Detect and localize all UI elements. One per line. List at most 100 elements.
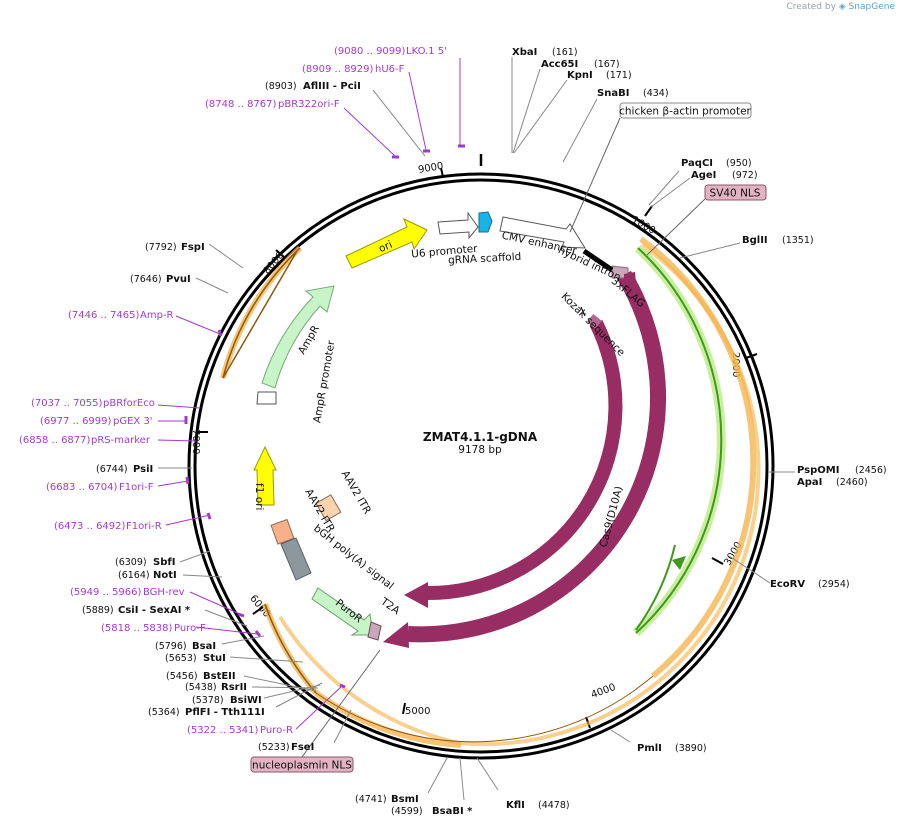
cas9-arrow	[407, 270, 667, 643]
enzyme-pos: (6164)	[118, 570, 150, 581]
primer-name[interactable]: hU6-F	[375, 64, 405, 75]
enzyme-pos: (7646)	[130, 274, 162, 285]
kozak-label: Kozak sequence	[559, 290, 627, 358]
enzyme-name[interactable]: PvuI	[166, 274, 191, 285]
primer-name[interactable]: Puro-R	[260, 725, 293, 736]
enzyme-pos: (4478)	[538, 800, 570, 811]
enzyme-name[interactable]: Acc65I	[541, 59, 578, 70]
aav2-itr-box-1	[315, 494, 342, 522]
enzyme-name[interactable]: BsmI	[391, 794, 419, 805]
backbone-outer	[187, 172, 775, 760]
green-arrow-core-2	[635, 544, 676, 631]
enzyme-pos: (2456)	[855, 465, 887, 476]
enzyme-pos: (5364)	[148, 707, 180, 718]
backbone-inner	[193, 178, 769, 754]
enzyme-name[interactable]: StuI	[203, 653, 226, 664]
primer-range: (5949 .. 5966)	[70, 587, 142, 598]
enzyme-name[interactable]: PspOMI	[797, 465, 839, 476]
tick-label: 7000	[190, 429, 201, 454]
enzyme-pos: (167)	[594, 59, 620, 70]
enzyme-pos: (2460)	[836, 477, 868, 488]
cas9-d10a-arrow-head	[404, 582, 428, 608]
enzyme-name[interactable]: PsiI	[133, 464, 153, 475]
primer-range: (5818 .. 5838)	[101, 623, 173, 634]
enzyme-name[interactable]: BstEII	[203, 671, 236, 682]
enzyme-name[interactable]: PmlI	[637, 743, 662, 754]
primer-range: (6977 .. 6999)	[40, 416, 112, 427]
cas9-arrow-head	[383, 622, 409, 648]
enzyme-name[interactable]: AflIII - PciI	[303, 81, 361, 92]
primer-range: (8748 .. 8767)	[205, 99, 277, 110]
primer-name[interactable]: pBRforEco	[103, 398, 155, 409]
enzyme-pos: (171)	[606, 70, 632, 81]
enzyme-name[interactable]: BsaI	[192, 641, 216, 652]
primer-name[interactable]: Puro-F	[174, 623, 206, 634]
orange-band-left-stroke	[222, 247, 301, 379]
bgh-polya-box	[280, 537, 312, 581]
primers: (9080 .. 9099) LKO.1 5' (8909 .. 8929) h…	[19, 46, 465, 736]
enzyme-name[interactable]: BglII	[742, 235, 768, 246]
nucleoplasmin-nls-label: nucleoplasmin NLS	[252, 760, 352, 772]
enzyme-name[interactable]: BsiWI	[230, 695, 262, 706]
chicken-actin-box	[619, 102, 752, 119]
enzyme-pos: (972)	[732, 170, 758, 181]
enzyme-pos: (5438)	[185, 682, 217, 693]
enzyme-pos: (5233)	[258, 742, 290, 753]
enzyme-name[interactable]: RsrII	[221, 682, 247, 693]
enzyme-name[interactable]: EcoRV	[770, 579, 805, 590]
orange-band-bottom-left-stroke	[264, 603, 317, 694]
tick-label: 1000	[630, 215, 658, 237]
sv40-nls-label: SV40 NLS	[710, 188, 761, 200]
primer-name[interactable]: pBR322ori-F	[278, 99, 340, 110]
brand-name: SnapGene	[848, 2, 895, 12]
primer-name[interactable]: pGEX 3'	[113, 416, 153, 427]
enzyme-pos: (5378)	[192, 695, 224, 706]
flag-block-2	[624, 272, 636, 285]
primer-range: (6473 .. 6492)	[54, 521, 126, 532]
green-arrow-core	[635, 247, 723, 634]
hybrid-intron-bar	[582, 248, 614, 273]
bgh-polya-label: bGH poly(A) signal	[311, 522, 396, 592]
primer-range: (8909 .. 8929)	[302, 64, 374, 75]
enzyme-name[interactable]: SbfI	[153, 557, 175, 568]
primer-name[interactable]: F1ori-R	[126, 521, 162, 532]
orange-band-inner-right	[640, 243, 761, 582]
primer-range: (9080 .. 9099)	[334, 46, 406, 57]
enzyme-name[interactable]: FspI	[181, 242, 205, 253]
enzyme-name[interactable]: SnaBI	[597, 88, 629, 99]
enzyme-name[interactable]: KflI	[506, 800, 525, 811]
primer-name[interactable]: BGH-rev	[143, 587, 185, 598]
cas9-d10a-arrow	[424, 319, 623, 601]
enzyme-pos: (3890)	[675, 743, 707, 754]
enzyme-name[interactable]: NotI	[153, 570, 177, 581]
primer-name[interactable]: LKO.1 5'	[406, 46, 447, 57]
green-arrow-head	[672, 556, 686, 570]
primer-name[interactable]: Amp-R	[140, 310, 174, 321]
enzyme-name[interactable]: CsiI - SexAI *	[118, 605, 191, 616]
f1-ori-arrow	[253, 445, 277, 506]
enzyme-name[interactable]: KpnI	[567, 70, 593, 81]
enzyme-name[interactable]: BsaBI *	[432, 806, 473, 817]
enzyme-pos: (4599)	[391, 806, 423, 817]
enzyme-name[interactable]: PflFI - Tth111I	[185, 707, 265, 718]
primer-name[interactable]: pRS-marker	[91, 435, 151, 446]
tick-label: 9000	[417, 161, 444, 176]
orange-band-left-core	[222, 250, 298, 379]
enzyme-pos: (950)	[726, 158, 752, 169]
kozak-mark	[586, 313, 602, 329]
enzyme-pos: (161)	[552, 47, 578, 58]
primer-range: (7446 .. 7465)	[68, 310, 140, 321]
primer-name[interactable]: F1ori-F	[119, 482, 154, 493]
primer-range: (5322 .. 5341)	[187, 725, 259, 736]
enzyme-name[interactable]: AgeI	[691, 170, 716, 181]
plasmid-name: ZMAT4.1.1-gDNA	[423, 430, 538, 444]
tick-label: 5000	[405, 706, 430, 717]
ori-label: ori	[377, 239, 394, 255]
enzyme-name[interactable]: FseI	[291, 742, 314, 753]
enzyme-name[interactable]: XbaI	[512, 47, 537, 58]
sv40-nls-box	[704, 184, 767, 201]
enzyme-name[interactable]: ApaI	[797, 477, 822, 488]
enzyme-name[interactable]: PaqCI	[681, 158, 713, 169]
hybrid-intron-label: hybrid intron	[556, 244, 622, 283]
